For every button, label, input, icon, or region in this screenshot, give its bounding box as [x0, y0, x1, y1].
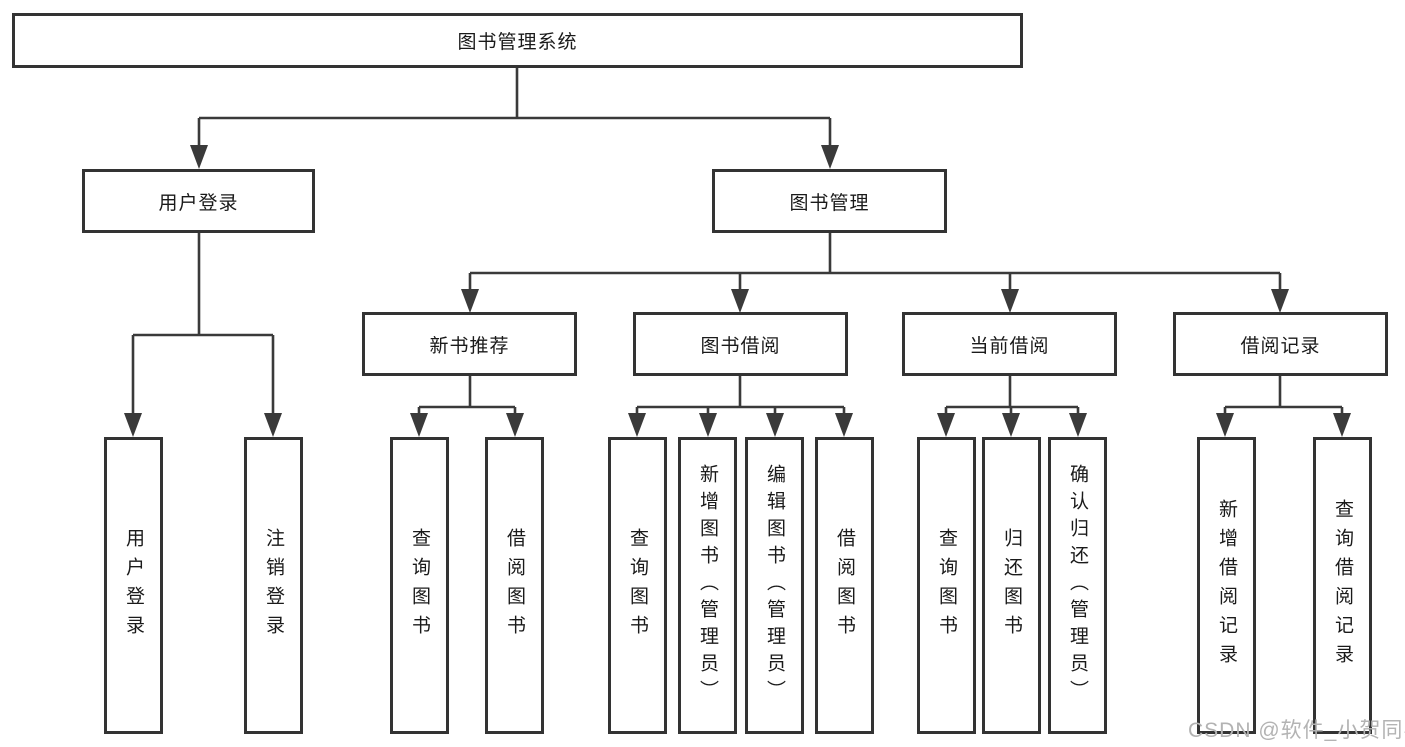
node-book-borrow: 图书借阅: [633, 312, 848, 376]
leaf-label: 用户登录: [123, 527, 144, 644]
leaf-label: 借阅图书: [834, 527, 855, 644]
leaf-label: 查询图书: [936, 527, 957, 644]
leaf-query-borrow-record: 查询借阅记录: [1313, 437, 1372, 734]
leaf-query-books-recommend: 查询图书: [390, 437, 449, 734]
leaf-label: 新增借阅记录: [1216, 498, 1237, 673]
leaf-logout: 注销登录: [244, 437, 303, 734]
leaf-label: 归还图书: [1001, 527, 1022, 644]
node-user-login: 用户登录: [82, 169, 315, 233]
leaf-confirm-return-admin: 确认归还（管理员）: [1048, 437, 1107, 734]
leaf-label: 新增图书（管理员）: [697, 464, 718, 707]
leaf-query-books-borrow: 查询图书: [608, 437, 667, 734]
arrowheads: [124, 145, 1351, 437]
leaf-edit-books-admin: 编辑图书（管理员）: [745, 437, 804, 734]
node-current-borrow: 当前借阅: [902, 312, 1117, 376]
leaf-query-books-current: 查询图书: [917, 437, 976, 734]
node-new-book-recommend: 新书推荐: [362, 312, 577, 376]
leaf-borrow-books-recommend: 借阅图书: [485, 437, 544, 734]
node-label: 图书借阅: [700, 335, 781, 357]
leaf-label: 确认归还（管理员）: [1067, 464, 1088, 707]
leaf-label: 注销登录: [263, 527, 284, 644]
leaf-borrow-books: 借阅图书: [815, 437, 874, 734]
leaf-return-books: 归还图书: [982, 437, 1041, 734]
node-label: 借阅记录: [1240, 335, 1321, 357]
leaf-label: 编辑图书（管理员）: [764, 464, 785, 707]
csdn-watermark: CSDN @软件_小贺同学: [1188, 719, 1405, 742]
node-borrow-records: 借阅记录: [1173, 312, 1388, 376]
leaf-label: 借阅图书: [504, 527, 525, 644]
node-label: 新书推荐: [429, 335, 510, 357]
leaf-label: 查询图书: [409, 527, 430, 644]
leaf-label: 查询图书: [627, 527, 648, 644]
node-book-management: 图书管理: [712, 169, 947, 233]
node-label: 当前借阅: [969, 335, 1050, 357]
leaf-add-books-admin: 新增图书（管理员）: [678, 437, 737, 734]
node-library-management-system: 图书管理系统: [12, 13, 1023, 68]
node-label: 图书管理系统: [457, 32, 578, 53]
node-label: 用户登录: [158, 192, 239, 214]
leaf-add-borrow-record: 新增借阅记录: [1197, 437, 1256, 734]
leaf-user-login: 用户登录: [104, 437, 163, 734]
leaf-label: 查询借阅记录: [1332, 498, 1353, 673]
node-label: 图书管理: [789, 192, 870, 214]
